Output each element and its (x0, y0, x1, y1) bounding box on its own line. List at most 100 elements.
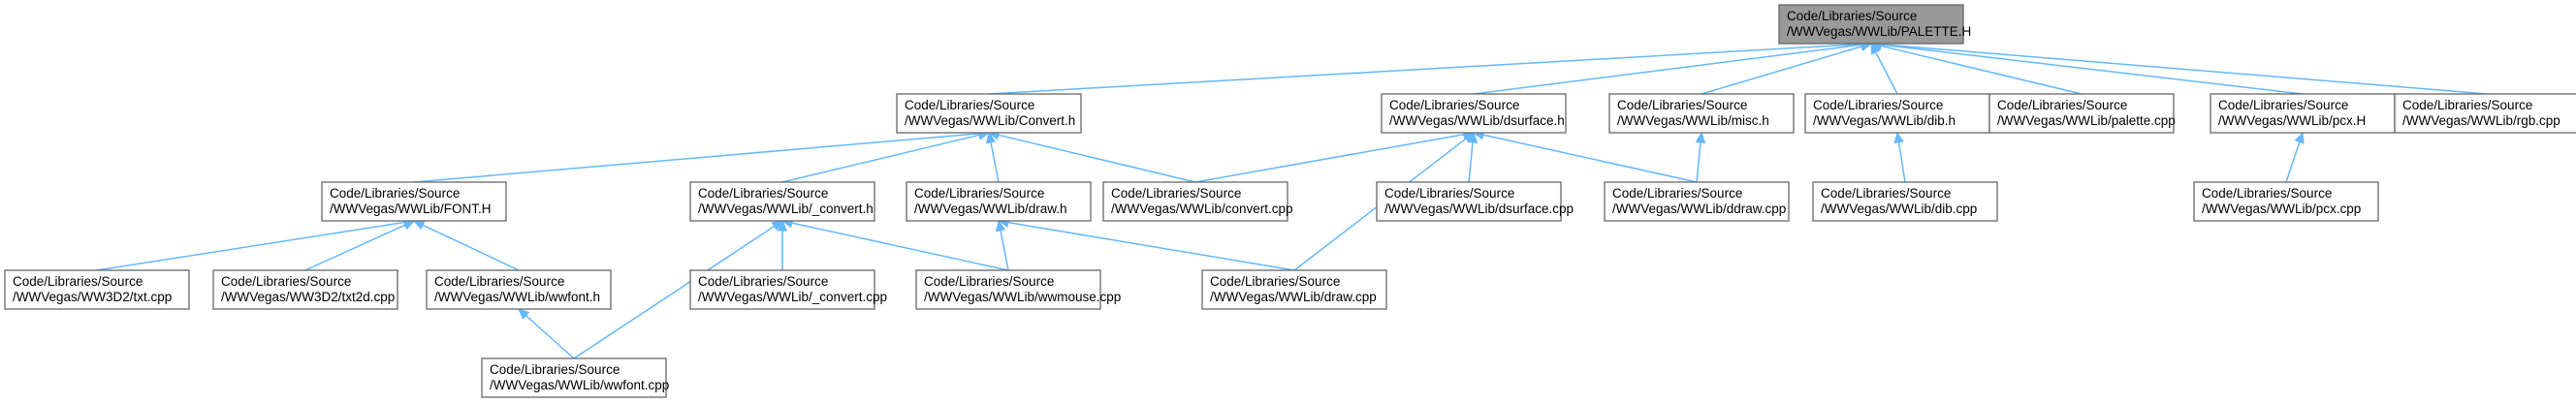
node-box (689, 181, 875, 222)
node-label-line2: /WWVegas/WWLib/Convert.h (905, 113, 1075, 128)
edge-line (1897, 141, 1906, 183)
node-label-line2: /WWVegas/WWLib/draw.cpp (1210, 290, 1377, 304)
node-convert-cpp[interactable]: Code/Libraries/Source/WWVegas/WWLib/conv… (1102, 181, 1293, 222)
arrowhead-icon (1893, 131, 1904, 144)
edge-line (1007, 221, 1295, 271)
arrowhead-icon (518, 308, 530, 320)
node-wwmouse-cpp[interactable]: Code/Libraries/Source/WWVegas/WWLib/wwmo… (915, 269, 1121, 310)
arrowhead-icon (985, 131, 997, 144)
node-label-line1: Code/Libraries/Source (1111, 186, 1241, 201)
node-box (1812, 181, 1998, 222)
node-misc-h[interactable]: Code/Libraries/Source/WWVegas/WWLib/misc… (1608, 93, 1795, 134)
node-palette-h: Code/Libraries/Source/WWVegas/WWLib/PALE… (1778, 4, 1971, 45)
node-txt-cpp[interactable]: Code/Libraries/Source/WWVegas/WW3D2/txt.… (4, 269, 190, 310)
edge-txt_cpp-to-font_h (96, 217, 416, 271)
node-label-line1: Code/Libraries/Source (924, 274, 1054, 289)
node-label-line1: Code/Libraries/Source (13, 274, 143, 289)
node-dsurface-cpp[interactable]: Code/Libraries/Source/WWVegas/WWLib/dsur… (1376, 181, 1574, 222)
node-box (2210, 93, 2396, 134)
node-box (1376, 181, 1562, 222)
node-box (1608, 93, 1795, 134)
edge-line (1696, 141, 1701, 183)
edge-dib_h-to-palette_h (1870, 42, 1898, 95)
node-font-h[interactable]: Code/Libraries/Source/WWVegas/WWLib/FONT… (321, 181, 507, 222)
node-label-line1: Code/Libraries/Source (434, 274, 564, 289)
node-label-line2: /WWVegas/WWLib/pcx.cpp (2202, 202, 2361, 216)
edge-pcx_cpp-to-pcx_h (2285, 131, 2305, 183)
node-dsurface-h[interactable]: Code/Libraries/Source/WWVegas/WWLib/dsur… (1381, 93, 1567, 134)
node-box (1102, 181, 1288, 222)
node-label-line2: /WWVegas/WWLib/wwmouse.cpp (924, 290, 1121, 304)
node-label-line2: /WWVegas/WWLib/dsurface.h (1389, 113, 1565, 128)
edge-line (422, 224, 520, 271)
edge-line (525, 315, 575, 359)
edge-convert_cpp-to-dsurface_h (1194, 129, 1476, 183)
node-box (1778, 4, 1964, 45)
edge-line (988, 43, 1862, 95)
node-box (2193, 181, 2379, 222)
edge-line (990, 141, 1000, 183)
node-label-line1: Code/Libraries/Source (698, 186, 828, 201)
node-dib-h[interactable]: Code/Libraries/Source/WWVegas/WWLib/dib.… (1804, 93, 1990, 134)
node-pcx-h[interactable]: Code/Libraries/Source/WWVegas/WWLib/pcx.… (2210, 93, 2396, 134)
node-label-line1: Code/Libraries/Source (1787, 9, 1917, 23)
edge-convert_cpp-to-convert_h (987, 130, 1196, 183)
node-pcx-cpp[interactable]: Code/Libraries/Source/WWVegas/WWLib/pcx.… (2193, 181, 2379, 222)
edge-font_h-to-convert_h (413, 128, 991, 183)
node-label-line2: /WWVegas/WWLib/convert.cpp (1111, 202, 1293, 216)
node-box (1381, 93, 1567, 134)
node-label-line1: Code/Libraries/Source (1997, 98, 2127, 112)
node-wwfont-h[interactable]: Code/Libraries/Source/WWVegas/WWLib/wwfo… (426, 269, 612, 310)
edge-line (1000, 230, 1009, 271)
edge-wwfont_h-to-font_h (412, 220, 520, 271)
node-label-line1: Code/Libraries/Source (1813, 98, 1943, 112)
node-rgb-cpp[interactable]: Code/Libraries/Source/WWVegas/WWLib/rgb.… (2394, 93, 2576, 134)
edge-ddraw_cpp-to-dsurface_h (1472, 130, 1698, 183)
edge-line (96, 221, 405, 271)
node-label-line2: /WWVegas/WWLib/wwfont.h (434, 290, 600, 304)
edge-line (1880, 44, 2488, 95)
node-label-line1: Code/Libraries/Source (1389, 98, 1519, 112)
node-wwfont-cpp[interactable]: Code/Libraries/Source/WWVegas/WWLib/wwfo… (481, 357, 669, 398)
node-label-line2: /WWVegas/WWLib/_convert.h (698, 202, 874, 216)
edge-line (1468, 141, 1474, 183)
edge-line (1194, 134, 1465, 183)
node-box (426, 269, 612, 310)
node-box (481, 357, 667, 398)
node-dib-cpp[interactable]: Code/Libraries/Source/WWVegas/WWLib/dib.… (1812, 181, 1998, 222)
edge-_convert_cpp-to-_convert_h (777, 219, 788, 270)
node-label-line2: /WWVegas/WWLib/_convert.cpp (698, 290, 887, 304)
edge-line (304, 224, 406, 271)
node-label-line1: Code/Libraries/Source (1612, 186, 1742, 201)
edge-ddraw_cpp-to-misc_h (1695, 131, 1706, 183)
edge-line (781, 134, 980, 183)
node-box (1804, 93, 1990, 134)
node-label-line2: /WWVegas/WWLib/misc.h (1617, 113, 1769, 128)
node-label-line2: /WWVegas/WWLib/palette.cpp (1997, 113, 2176, 128)
arrowhead-icon (412, 220, 426, 231)
edge-misc_h-to-palette_h (1701, 41, 1873, 95)
node--convert-h[interactable]: Code/Libraries/Source/WWVegas/WWLib/_con… (689, 181, 875, 222)
edge-line (1482, 134, 1698, 183)
node-box (1201, 269, 1387, 310)
node-box (689, 269, 875, 310)
node-label-line2: /WWVegas/WWLib/ddraw.cpp (1612, 202, 1786, 216)
node-ddraw-cpp[interactable]: Code/Libraries/Source/WWVegas/WWLib/ddra… (1604, 181, 1790, 222)
node-palette-cpp[interactable]: Code/Libraries/Source/WWVegas/WWLib/pale… (1988, 93, 2176, 134)
node-box (2394, 93, 2576, 134)
node--convert-cpp[interactable]: Code/Libraries/Source/WWVegas/WWLib/_con… (689, 269, 887, 310)
edge-line (2285, 141, 2301, 183)
edge-line (1880, 44, 2304, 95)
node-draw-h[interactable]: Code/Libraries/Source/WWVegas/WWLib/draw… (906, 181, 1092, 222)
edge-line (998, 134, 1196, 183)
node-txt2d-cpp[interactable]: Code/Libraries/Source/WWVegas/WW3D2/txt2… (212, 269, 398, 310)
node-label-line1: Code/Libraries/Source (1384, 186, 1514, 201)
node-label-line1: Code/Libraries/Source (698, 274, 828, 289)
node-label-line1: Code/Libraries/Source (905, 98, 1034, 112)
node-draw-cpp[interactable]: Code/Libraries/Source/WWVegas/WWLib/draw… (1201, 269, 1387, 310)
node-label-line2: /WWVegas/WW3D2/txt2d.cpp (221, 290, 395, 304)
node-box (906, 181, 1092, 222)
edge-convert_h-to-palette_h (988, 39, 1873, 95)
node-convert-h[interactable]: Code/Libraries/Source/WWVegas/WWLib/Conv… (896, 93, 1082, 134)
edge-line (1874, 51, 1898, 95)
